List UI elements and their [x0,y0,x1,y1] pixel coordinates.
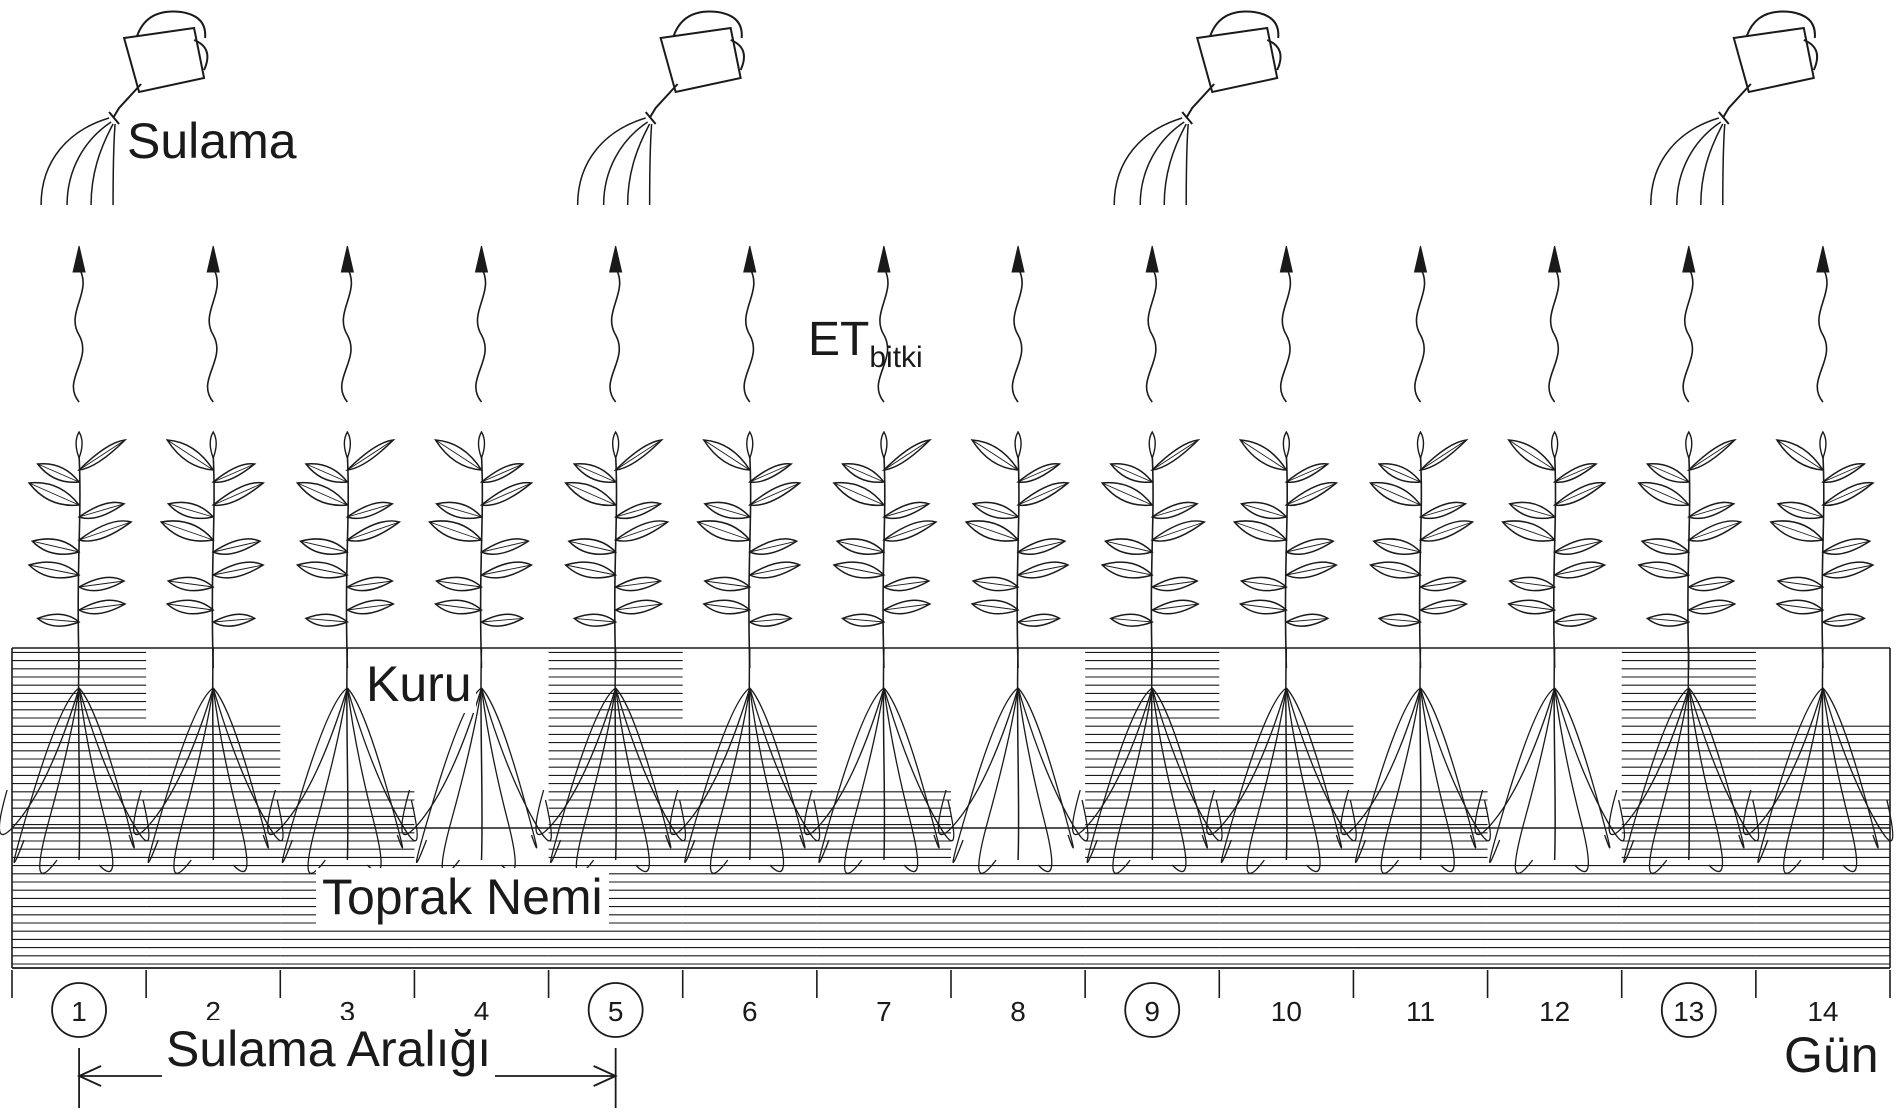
day-number: 5 [608,996,624,1027]
plant-icon [402,432,552,873]
plant-icon [1475,432,1625,873]
watering-can-icon [41,12,207,206]
evaporation-arrow-icon [341,246,353,402]
day-number: 14 [1807,996,1838,1027]
day-number: 8 [1010,996,1026,1027]
root-system [134,648,284,873]
root-system [536,648,686,873]
evaporation-arrow-icon [207,246,219,402]
day-label-5: 5 [589,983,643,1037]
evapotranspiration-arrows [73,246,1829,402]
et-crop-label: ETbitki [808,312,923,375]
watering-cans [41,12,1817,206]
root-system [938,648,1088,873]
soil-column-12 [1488,866,1622,964]
root-system [1341,648,1491,873]
day-label-8: 8 [1010,996,1026,1027]
evaporation-arrow-icon [1280,246,1292,402]
day-number: 11 [1406,996,1435,1027]
soil-moisture-hatching [12,652,1890,964]
day-number: 13 [1673,996,1704,1027]
day-label-13: 13 [1662,983,1716,1037]
root-system [1073,648,1223,873]
plant-icon [938,432,1088,873]
evaporation-arrow-icon [73,246,85,402]
day-unit-label: Gün [1784,1026,1879,1084]
day-number: 7 [876,996,892,1027]
day-label-1: 1 [52,983,106,1037]
et-subscript-text: bitki [869,341,922,374]
day-number: 9 [1144,996,1160,1027]
watering-can-icon [1651,12,1817,206]
day-label-9: 9 [1125,983,1179,1037]
day-label-14: 14 [1807,996,1838,1027]
plant-icon [134,432,284,873]
plant-icon [1207,432,1357,873]
day-number: 6 [742,996,758,1027]
evaporation-arrow-icon [744,246,756,402]
day-number: 12 [1539,996,1570,1027]
evaporation-arrow-icon [1012,246,1024,402]
root-system [670,648,820,873]
root-system [1475,648,1625,873]
day-label-7: 7 [876,996,892,1027]
soil-column-8 [951,866,1085,964]
root-system [804,648,954,873]
evaporation-arrow-icon [1683,246,1695,402]
plant-icon [804,432,954,873]
day-label-12: 12 [1539,996,1570,1027]
watering-can-icon [578,12,744,206]
plant-row [0,432,1893,873]
irrigation-label: Sulama [127,112,297,170]
day-number: 10 [1271,996,1302,1027]
root-system [1609,648,1759,873]
plant-icon [268,432,418,873]
evaporation-arrow-icon [1817,246,1829,402]
irrigation-interval-label: Sulama Aralığı [162,1020,495,1078]
plant-icon [1743,432,1893,873]
dry-label: Kuru [362,655,476,713]
et-main-text: ET [808,313,869,366]
root-system [1743,648,1893,873]
root-system [1207,648,1357,873]
watering-can-icon [1114,12,1280,206]
evaporation-arrow-icon [1549,246,1561,402]
soil-moisture-label: Toprak Nemi [316,868,609,926]
root-system [0,648,149,873]
plant-icon [1341,432,1491,873]
evaporation-arrow-icon [1146,246,1158,402]
evaporation-arrow-icon [610,246,622,402]
evaporation-arrow-icon [476,246,488,402]
day-number: 1 [71,996,87,1027]
day-label-10: 10 [1271,996,1302,1027]
plant-icon [670,432,820,873]
evaporation-arrow-icon [1415,246,1427,402]
day-label-11: 11 [1406,996,1435,1027]
day-label-6: 6 [742,996,758,1027]
